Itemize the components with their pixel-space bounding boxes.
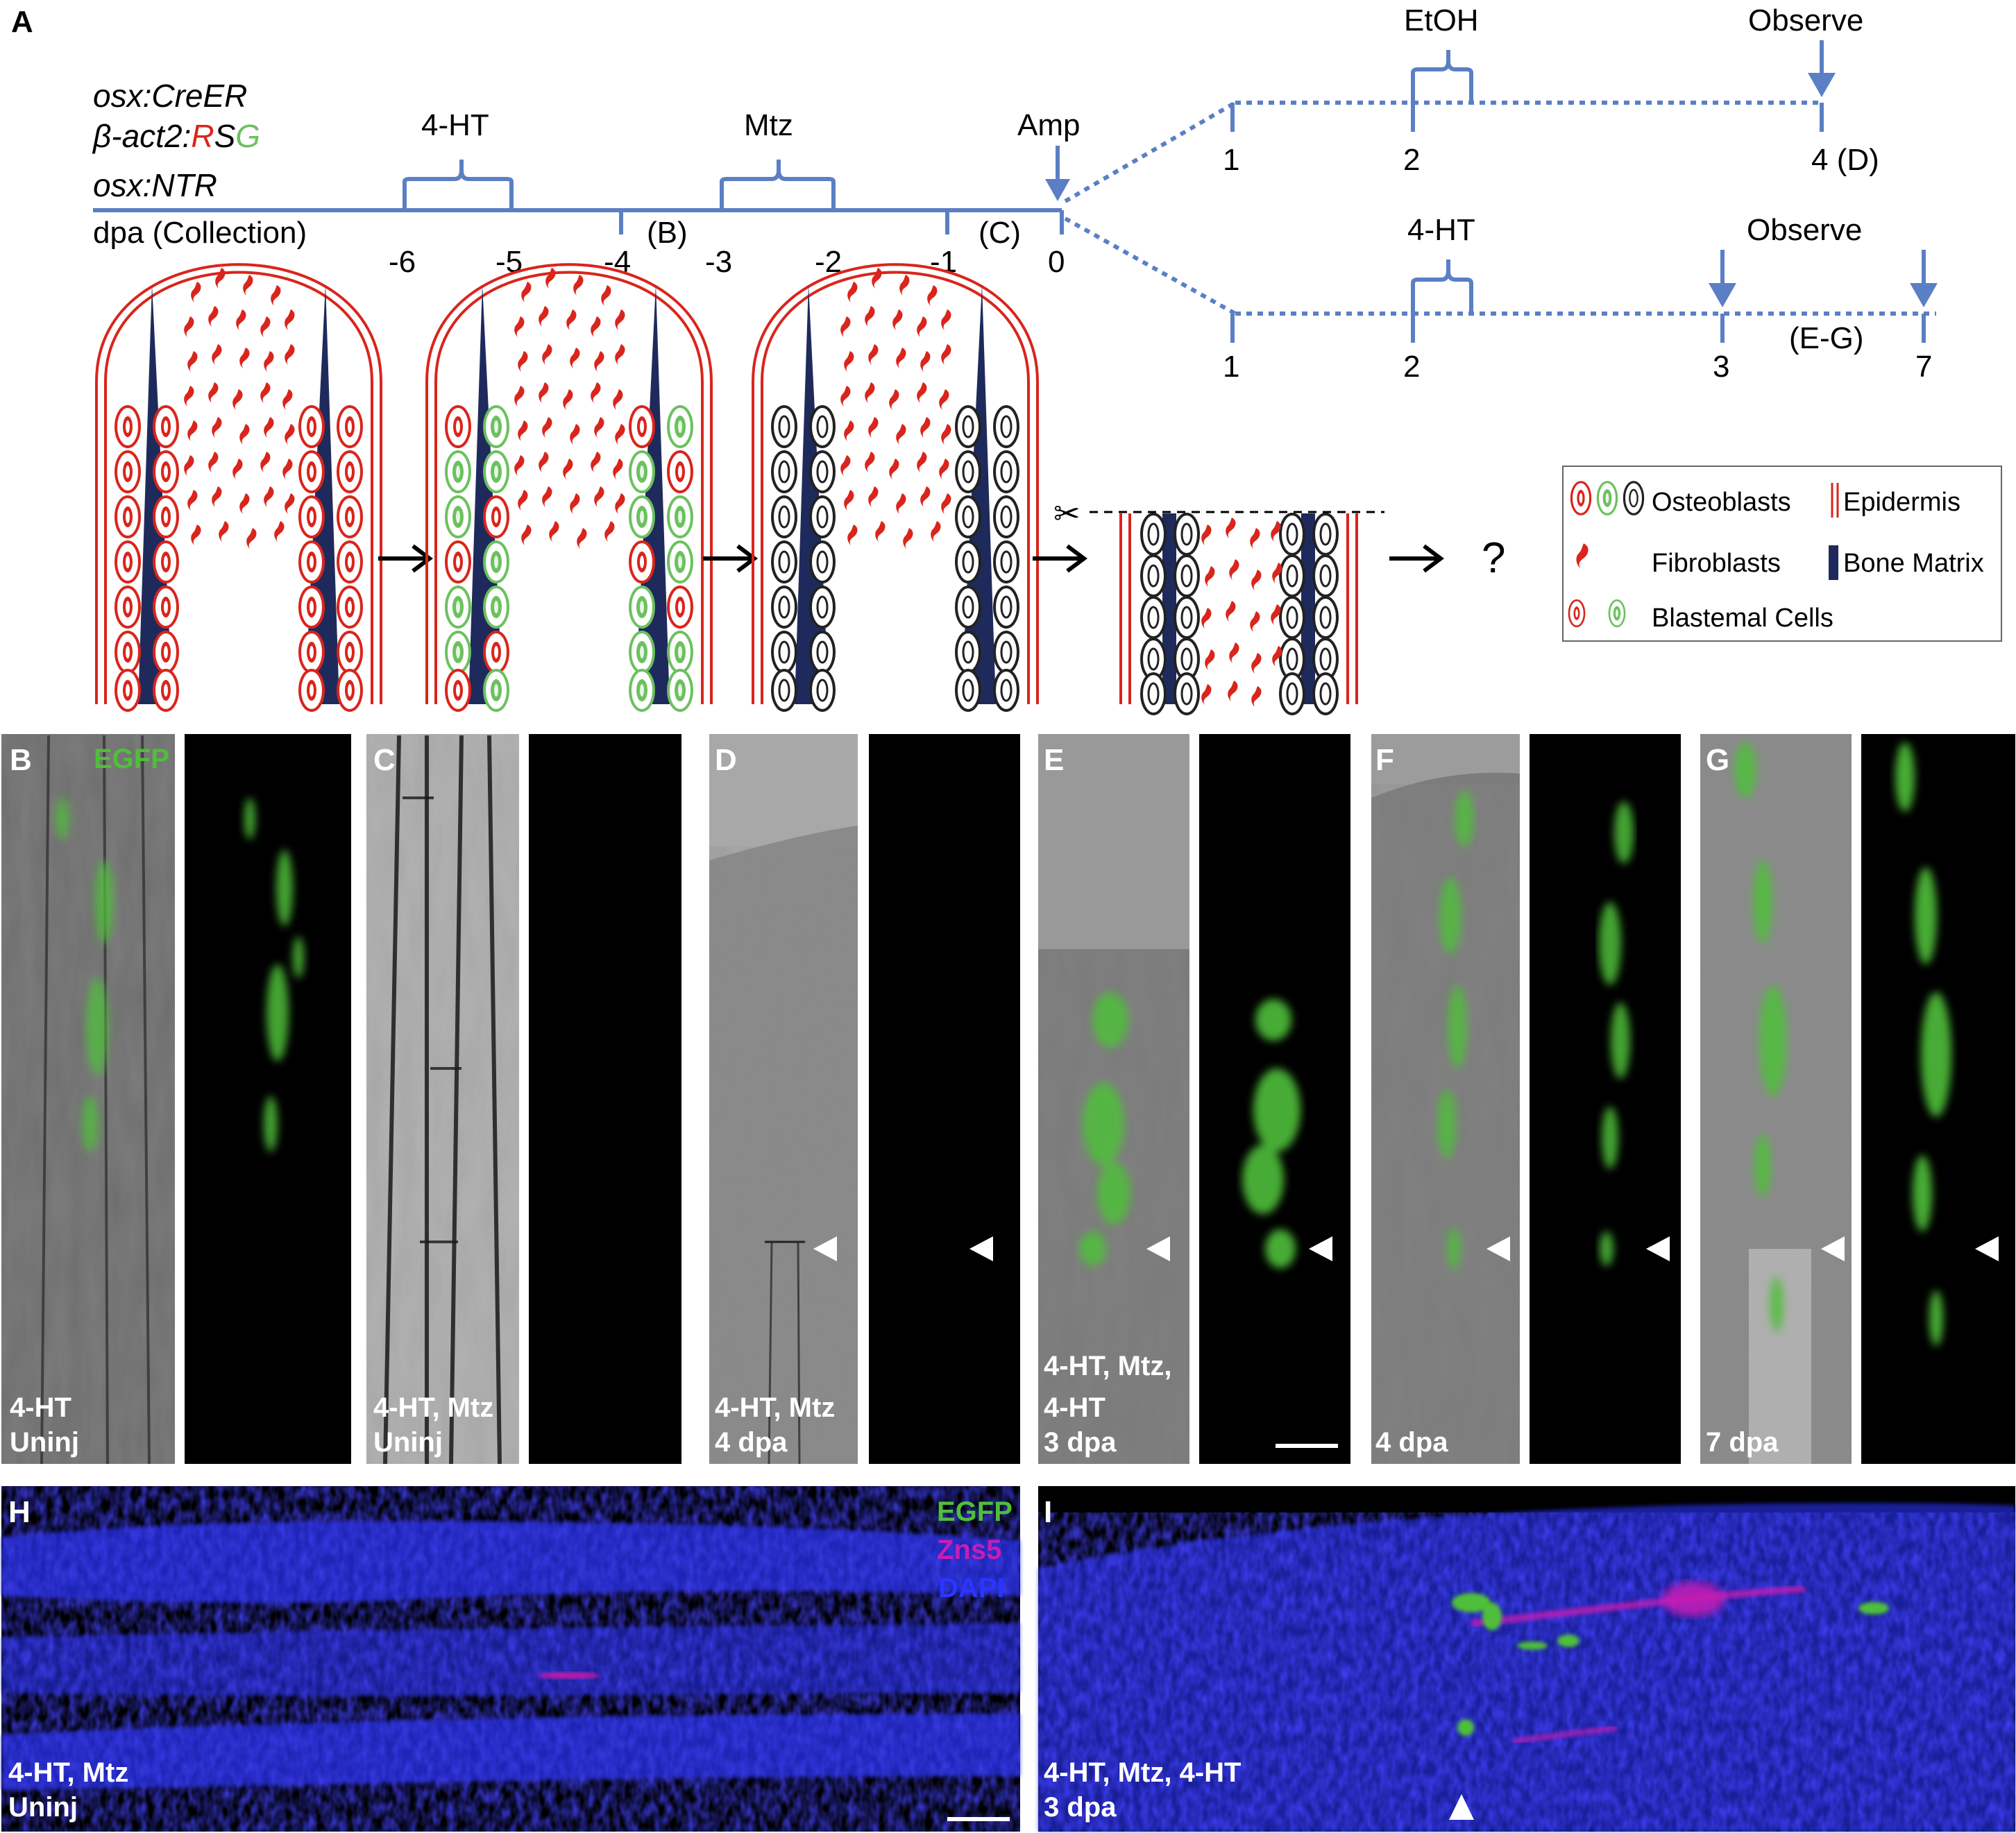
fin-schematic-3	[752, 263, 1039, 712]
legend-blastemal: Blastemal Cells	[1652, 604, 1833, 633]
label-c-line1: 4-HT, Mtz	[373, 1392, 493, 1423]
marker-b: (B)	[647, 216, 688, 250]
lower-observe: Observe	[1747, 213, 1862, 247]
panel-e: E 4-HT, Mtz, 4-HT 3 dpa	[1038, 734, 1350, 1464]
label-e-line3: 3 dpa	[1044, 1427, 1117, 1458]
panel-letter-f: F	[1375, 743, 1394, 777]
lower-treatment: 4-HT	[1407, 213, 1475, 247]
fin-schematic-1	[95, 263, 382, 712]
label-d-line1: 4-HT, Mtz	[715, 1392, 835, 1423]
panel-letter-e: E	[1044, 743, 1064, 777]
label-g-line1: 7 dpa	[1706, 1427, 1779, 1458]
upper-branch	[1230, 40, 1836, 132]
legend-fibroblasts: Fibroblasts	[1652, 549, 1781, 578]
panel-h: H EGFP Zns5 DAPI 4-HT, Mtz Uninj	[1, 1486, 1020, 1832]
label-b-line2: Uninj	[10, 1427, 79, 1458]
lower-branch-labels: 4-HT Observe 1 2 3 7 (E-G)	[1223, 213, 1932, 384]
panel-i: I 4-HT, Mtz, 4-HT 3 dpa	[1038, 1486, 2015, 1832]
arrow-1	[378, 546, 430, 571]
genotype-osx-creer: osx:CreER	[93, 78, 247, 114]
amputation-label: Amp	[1017, 108, 1080, 142]
label-i-line1: 4-HT, Mtz, 4-HT	[1044, 1757, 1241, 1788]
lower-marker-eg: (E-G)	[1789, 321, 1864, 355]
panel-letter-d: D	[715, 743, 737, 777]
panel-letter-b: B	[10, 743, 32, 777]
panel-letter-a: A	[11, 5, 33, 39]
panel-letter-c: C	[373, 743, 396, 777]
tick-m6: -6	[389, 245, 416, 279]
tick-m3: -3	[705, 245, 732, 279]
upper-tick-1: 1	[1223, 143, 1239, 177]
panel-letter-g: G	[1706, 743, 1729, 777]
lower-tick-2: 2	[1403, 350, 1420, 384]
legend-h-dapi: DAPI	[938, 1573, 1005, 1603]
legend-osteoblasts: Osteoblasts	[1652, 488, 1791, 517]
label-b-line1: 4-HT	[10, 1392, 71, 1423]
outcome-question: ?	[1482, 534, 1505, 582]
upper-observe: Observe	[1748, 3, 1863, 37]
arrow-3	[1033, 546, 1084, 571]
panel-letter-h: H	[8, 1495, 31, 1529]
panel-c: C 4-HT, Mtz Uninj	[366, 734, 681, 1465]
label-egfp-b: EGFP	[94, 744, 169, 774]
legend-epidermis: Epidermis	[1843, 488, 1960, 517]
main-timeline	[93, 101, 1237, 316]
arrow-4	[1389, 546, 1441, 571]
main-timeline-labels: dpa (Collection) -6 -5 -4 -3 -2 -1 0 4-H…	[93, 108, 1080, 279]
genotype-bact2-rsg: β-act2:RSG	[92, 118, 260, 154]
label-e-line2: 4-HT	[1044, 1392, 1106, 1423]
upper-treatment: EtOH	[1404, 3, 1479, 37]
treatment-4ht: 4-HT	[421, 108, 489, 142]
upper-tick-2: 2	[1403, 143, 1420, 177]
genotype-osx-ntr: osx:NTR	[93, 167, 217, 203]
legend: Osteoblasts Epidermis Fibroblasts Bone M…	[1562, 466, 2002, 642]
legend-bone-matrix: Bone Matrix	[1843, 549, 1984, 578]
legend-h-zns5: Zns5	[937, 1535, 1001, 1565]
legend-h-egfp: EGFP	[937, 1497, 1013, 1527]
panel-letter-i: I	[1044, 1495, 1052, 1529]
label-i-line2: 3 dpa	[1044, 1792, 1117, 1823]
panel-b: B EGFP 4-HT Uninj	[1, 734, 351, 1465]
panel-g: G 7 dpa	[1700, 734, 2015, 1464]
lower-tick-7: 7	[1915, 350, 1932, 384]
upper-branch-labels: EtOH Observe 1 2 4 (D)	[1223, 3, 1879, 177]
label-d-line2: 4 dpa	[715, 1427, 788, 1458]
label-h-line1: 4-HT, Mtz	[8, 1757, 128, 1788]
fin-schematic-2	[425, 263, 713, 712]
marker-c: (C)	[979, 216, 1021, 250]
axis-label: dpa (Collection)	[93, 216, 307, 250]
upper-tick-4: 4 (D)	[1811, 143, 1879, 177]
genotype-labels: osx:CreER β-act2:RSG osx:NTR	[92, 78, 260, 203]
tick-0: 0	[1048, 245, 1065, 279]
lower-branch	[1230, 250, 1938, 343]
panel-d: D 4-HT, Mtz 4 dpa	[709, 734, 1020, 1465]
lower-tick-3: 3	[1713, 350, 1729, 384]
arrowhead-i	[1449, 1794, 1474, 1820]
lower-tick-1: 1	[1223, 350, 1239, 384]
panel-f: F 4 dpa	[1371, 734, 1681, 1464]
label-c-line2: Uninj	[373, 1427, 443, 1458]
treatment-mtz: Mtz	[744, 108, 793, 142]
fin-schematic-4-stump	[1090, 511, 1384, 715]
scissors-icon: ✂	[1053, 495, 1081, 531]
label-h-line2: Uninj	[8, 1792, 78, 1823]
label-f-line1: 4 dpa	[1375, 1427, 1448, 1458]
label-e-line1: 4-HT, Mtz,	[1044, 1351, 1171, 1381]
